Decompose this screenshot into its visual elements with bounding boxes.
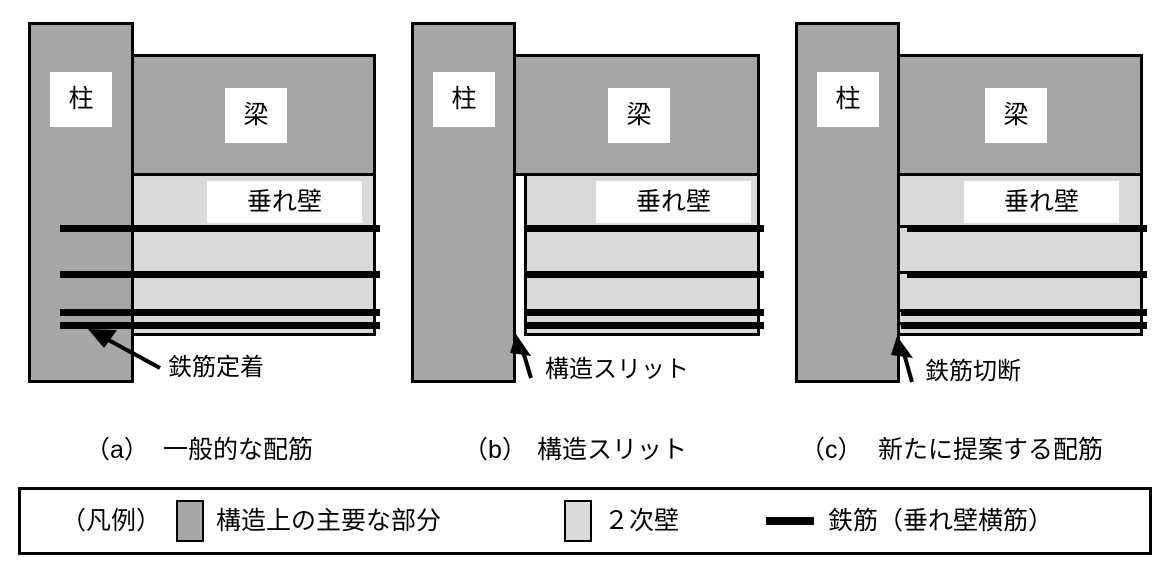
rebar-line-c-3 — [901, 309, 1147, 316]
caption-a-text: 一般的な配筋 — [163, 436, 314, 464]
rebar-line-a-4 — [60, 322, 380, 329]
wall-label-a: 垂れ壁 — [207, 181, 362, 223]
beam-label-c: 梁 — [985, 88, 1047, 143]
rebar-line-c-4 — [901, 322, 1147, 329]
caption-b-text: 構造スリット — [537, 436, 688, 464]
legend-item-primary-structure: 構造上の主要な部分 — [176, 490, 441, 552]
rebar-line-b-1 — [526, 225, 764, 232]
column-label-b: 柱 — [433, 72, 495, 127]
secondary-wall-swatch-icon — [564, 500, 592, 542]
wall-label-b: 垂れ壁 — [596, 181, 751, 223]
legend-item-secondary-wall: ２次壁 — [564, 490, 679, 552]
beam-label-b: 梁 — [608, 88, 670, 143]
panel-a: 柱 梁 垂れ壁 鉄筋定着 — [0, 0, 390, 400]
rebar-line-b-3 — [526, 309, 764, 316]
wall-band-b-5 — [524, 325, 760, 336]
rebar-line-c-2 — [907, 271, 1147, 278]
primary-structure-swatch-icon — [176, 500, 204, 542]
rebar-line-b-4 — [526, 322, 764, 329]
wall-band-b-2 — [524, 228, 760, 274]
rebar-line-swatch-icon — [766, 517, 814, 525]
caption-a-index: （a） — [85, 436, 149, 464]
wall-label-c: 垂れ壁 — [964, 181, 1119, 223]
annotation-label-c: 鉄筋切断 — [925, 358, 1021, 385]
wall-band-c-3 — [897, 274, 1143, 312]
rebar-line-c-1 — [907, 225, 1147, 232]
column-label-a: 柱 — [50, 72, 112, 127]
structural-slit-gap-b — [514, 176, 524, 336]
annotation-arrow-c — [891, 336, 914, 383]
panel-c: 柱 梁 垂れ壁 鉄筋切断 — [767, 0, 1170, 400]
legend-label-secondary-wall: ２次壁 — [604, 506, 680, 535]
rebar-line-a-1 — [60, 225, 380, 232]
panel-b: 柱 梁 垂れ壁 構造スリット — [383, 0, 773, 400]
legend-label-rebar: 鉄筋（垂れ壁横筋） — [828, 506, 1054, 535]
column-block-b — [411, 22, 516, 383]
beam-label-a: 梁 — [225, 88, 287, 143]
caption-b-index: （b） — [463, 436, 527, 464]
annotation-label-b: 構造スリット — [545, 356, 689, 383]
rebar-line-a-2 — [60, 271, 380, 278]
legend-label-primary-structure: 構造上の主要な部分 — [216, 506, 442, 535]
caption-c-text: 新たに提案する配筋 — [878, 436, 1104, 464]
legend-prefix-item: （凡例） — [61, 490, 161, 552]
rebar-line-a-3 — [60, 309, 380, 316]
annotation-label-a: 鉄筋定着 — [168, 354, 264, 381]
wall-band-a-3 — [131, 274, 376, 312]
annotation-arrow-a — [88, 329, 161, 370]
column-label-c: 柱 — [817, 72, 879, 127]
rebar-line-b-2 — [526, 271, 764, 278]
annotation-arrow-b — [510, 334, 533, 379]
caption-c-index: （c） — [800, 436, 863, 464]
legend-box: （凡例） 構造上の主要な部分 ２次壁 鉄筋（垂れ壁横筋） — [18, 487, 1152, 555]
legend-item-rebar: 鉄筋（垂れ壁横筋） — [766, 490, 1053, 552]
legend-prefix-label: （凡例） — [61, 506, 162, 535]
